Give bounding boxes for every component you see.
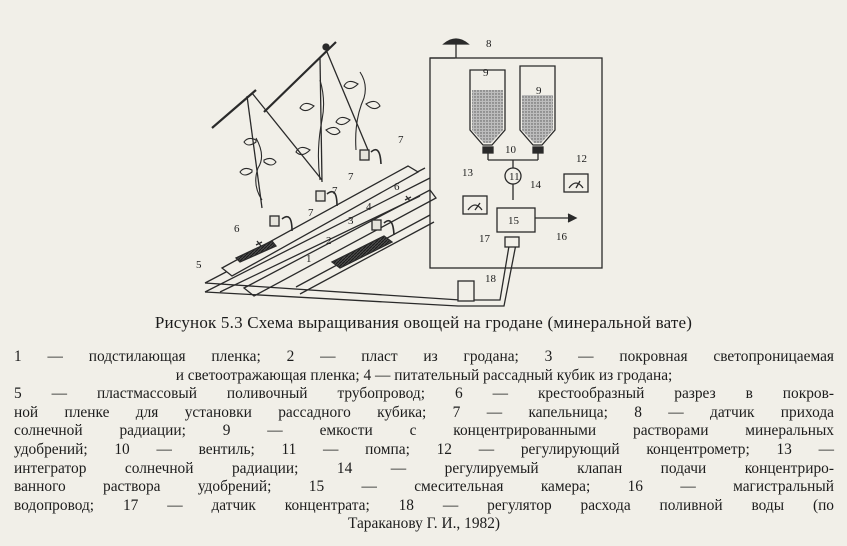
seedling-cube <box>359 149 370 161</box>
callout: 6 <box>234 223 240 235</box>
legend-line: ванного раствора удобрений; 15 — смесите… <box>14 478 834 496</box>
callout: 10 <box>505 144 517 156</box>
legend-line: водопровод; 17 — датчик концентрата; 18 … <box>14 496 834 514</box>
support-wire <box>263 41 337 113</box>
legend-line: Тараканову Г. И., 1982) <box>347 515 501 533</box>
hydroponics-diagram: 1 2 3 4 5 6 6 7 7 7 7 8 9 9 10 11 12 13 … <box>196 38 603 307</box>
growing-beds <box>204 165 437 297</box>
supply-pipe <box>204 239 511 301</box>
control-frame <box>429 57 603 269</box>
callout: 9 <box>536 85 542 97</box>
callout: 18 <box>485 273 497 285</box>
valve <box>532 146 544 154</box>
plant-foliage <box>239 71 381 201</box>
callout: 1 <box>306 253 312 265</box>
legend-line: солнечной радиации; 9 — емкости с концен… <box>14 422 834 440</box>
seedling-cube <box>315 190 326 202</box>
figure-caption: Рисунок 5.3 Схема выращивания овощей на … <box>154 313 693 332</box>
irrigation-regulator <box>457 280 475 302</box>
dripper <box>326 190 338 207</box>
callout: 13 <box>462 167 474 179</box>
solar-sensor <box>442 38 470 45</box>
legend-line: удобрений; 10 — вентиль; 11 — помпа; 12 … <box>14 440 834 458</box>
concentrate-sensor <box>504 236 520 248</box>
grodan-slab <box>234 240 278 263</box>
legend-line: ной пленке для установки рассадного куби… <box>14 403 834 421</box>
callout: 7 <box>308 207 314 219</box>
figure-legend: 1 — подстилающая пленка; 2 — пласт из гр… <box>14 348 834 534</box>
support-wire <box>211 89 257 129</box>
callout: 8 <box>486 38 492 50</box>
legend-line: 1 — подстилающая пленка; 2 — пласт из гр… <box>14 348 834 365</box>
callout: 11 <box>509 171 520 183</box>
callout: 14 <box>530 179 542 191</box>
callout: 5 <box>196 259 202 271</box>
callout: 7 <box>332 185 338 197</box>
callout-labels: 1 2 3 4 5 6 6 7 7 7 7 8 9 9 10 11 12 13 … <box>196 38 587 285</box>
callout: 6 <box>394 181 400 193</box>
seedling-cube <box>269 215 280 227</box>
callout: 4 <box>366 201 372 213</box>
callout: 7 <box>398 134 404 146</box>
dripper <box>370 148 382 165</box>
wire-hook <box>322 43 330 51</box>
callout: 17 <box>479 233 491 245</box>
grodan-slab <box>330 235 394 269</box>
seedling-cube <box>371 219 382 231</box>
valve <box>482 146 494 154</box>
dripper <box>281 215 293 232</box>
callout: 15 <box>508 215 520 227</box>
callout: 12 <box>576 153 587 165</box>
dripper <box>383 219 395 236</box>
callout: 2 <box>326 235 332 247</box>
legend-line: 5 — пластмассовый поливочный трубопровод… <box>14 385 834 403</box>
callout: 7 <box>348 171 354 183</box>
legend-line: и светоотражающая пленка; 4 — питательны… <box>175 366 673 384</box>
callout: 3 <box>348 215 354 227</box>
callout: 16 <box>556 231 568 243</box>
callout: 9 <box>483 67 489 79</box>
legend-line: интегратор солнечной радиации; 14 — регу… <box>14 459 834 477</box>
mixing-chamber <box>496 207 536 233</box>
